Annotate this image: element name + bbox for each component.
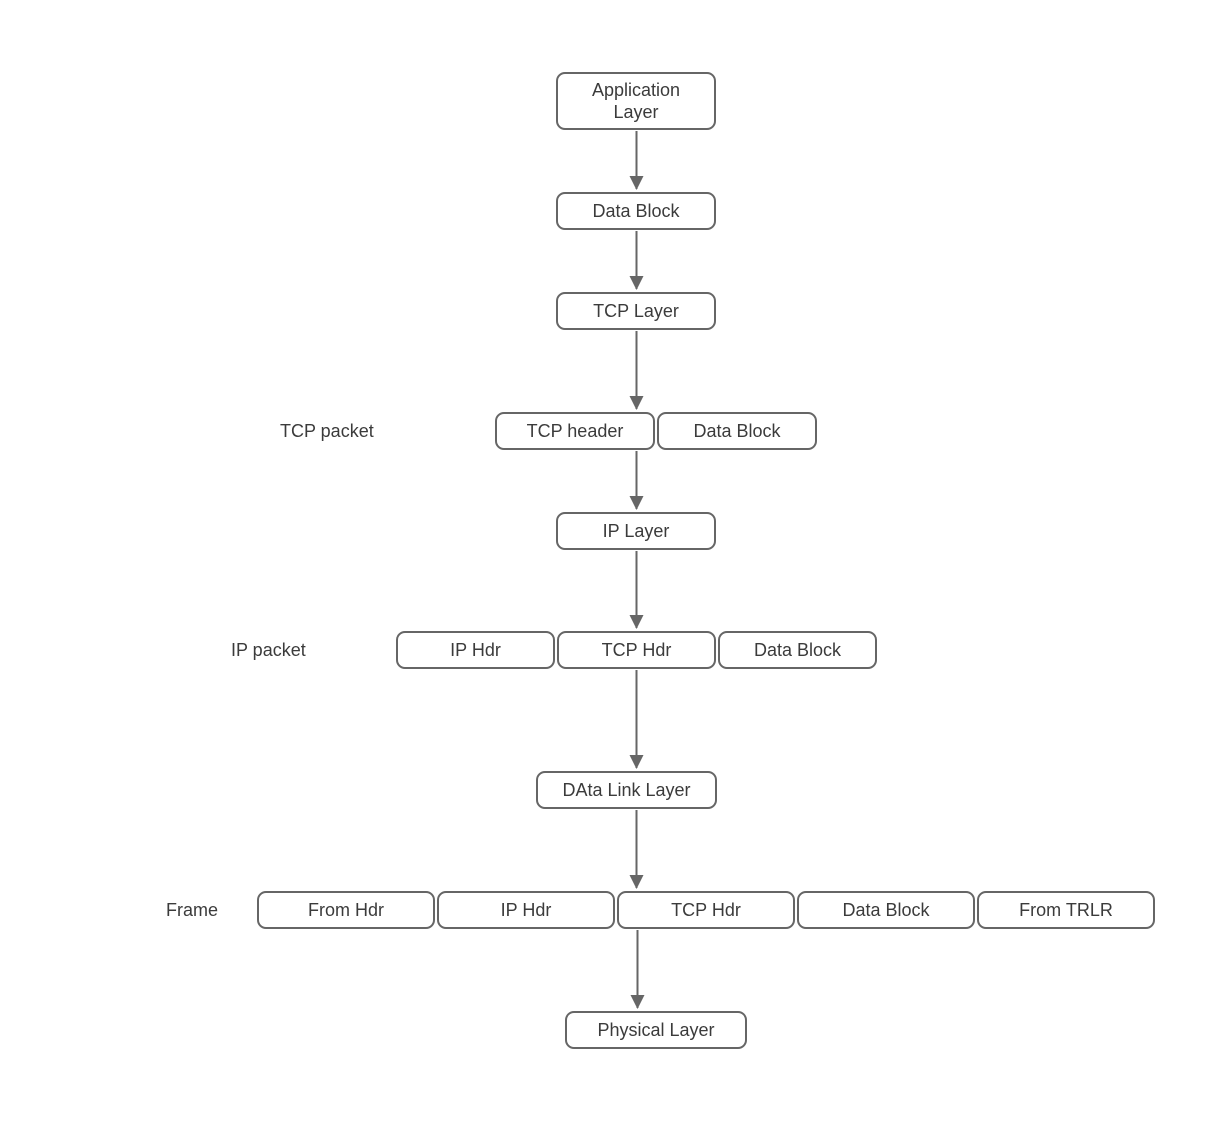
node-label: Application Layer xyxy=(591,79,681,123)
segment-label: From Hdr xyxy=(308,899,384,920)
frame-segment: From Hdr xyxy=(257,891,435,929)
tcp-packet-segment: Data Block xyxy=(657,412,817,450)
node-label: TCP Layer xyxy=(593,300,679,321)
node-data-block: Data Block xyxy=(556,192,716,230)
segment-label: Data Block xyxy=(693,420,781,441)
row-label-ip-packet: IP packet xyxy=(231,639,306,660)
frame-segment: Data Block xyxy=(797,891,975,929)
node-physical-layer: Physical Layer xyxy=(565,1011,747,1049)
segment-label: IP Hdr xyxy=(450,639,501,660)
frame-segment: IP Hdr xyxy=(437,891,615,929)
ip-packet-segment: TCP Hdr xyxy=(557,631,716,669)
tcp-packet-segment: TCP header xyxy=(495,412,655,450)
segment-label: TCP Hdr xyxy=(671,899,741,920)
segment-label: IP Hdr xyxy=(500,899,552,920)
node-label: DAta Link Layer xyxy=(562,779,691,800)
row-label-tcp-packet: TCP packet xyxy=(280,420,374,441)
node-label: IP Layer xyxy=(602,520,670,541)
node-data-link-layer: DAta Link Layer xyxy=(536,771,717,809)
segment-label: TCP header xyxy=(526,420,624,441)
segment-label: From TRLR xyxy=(1019,899,1113,920)
segment-label: Data Block xyxy=(842,899,930,920)
ip-packet-segment: IP Hdr xyxy=(396,631,555,669)
node-application-layer: Application Layer xyxy=(556,72,716,130)
segment-label: TCP Hdr xyxy=(601,639,672,660)
segment-label: Data Block xyxy=(753,639,842,660)
node-tcp-layer: TCP Layer xyxy=(556,292,716,330)
node-ip-layer: IP Layer xyxy=(556,512,716,550)
node-label: Data Block xyxy=(592,200,680,221)
node-label: Physical Layer xyxy=(597,1019,715,1040)
frame-segment: From TRLR xyxy=(977,891,1155,929)
row-label-frame: Frame xyxy=(166,899,219,920)
frame-segment: TCP Hdr xyxy=(617,891,795,929)
ip-packet-segment: Data Block xyxy=(718,631,877,669)
